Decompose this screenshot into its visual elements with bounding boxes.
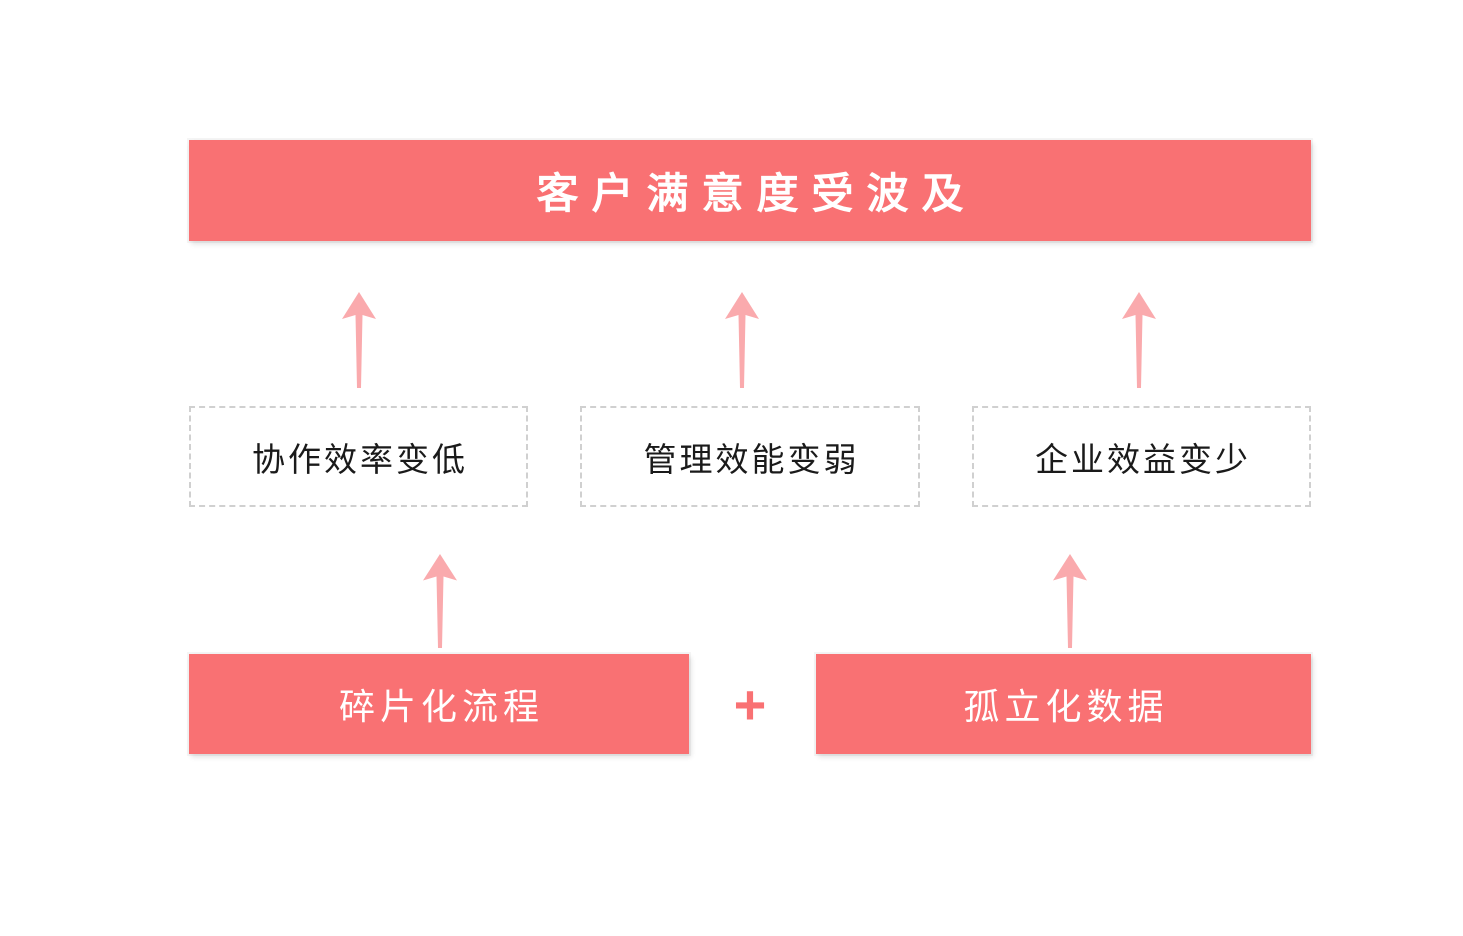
cause-box-fragmented-process: 碎片化流程	[189, 654, 689, 754]
cause-box-isolated-data: 孤立化数据	[816, 654, 1311, 754]
up-arrow-icon	[342, 292, 376, 388]
up-arrow-icon	[1053, 554, 1087, 648]
up-arrow-icon	[423, 554, 457, 648]
effect-box-management: 管理效能变弱	[580, 406, 920, 507]
result-box: 客户满意度受波及	[189, 140, 1311, 241]
up-arrow-icon	[1122, 292, 1156, 388]
effect-box-benefit: 企业效益变少	[972, 406, 1311, 507]
plus-sign: +	[733, 672, 767, 736]
effect-box-collaboration: 协作效率变低	[189, 406, 528, 507]
up-arrow-icon	[725, 292, 759, 388]
